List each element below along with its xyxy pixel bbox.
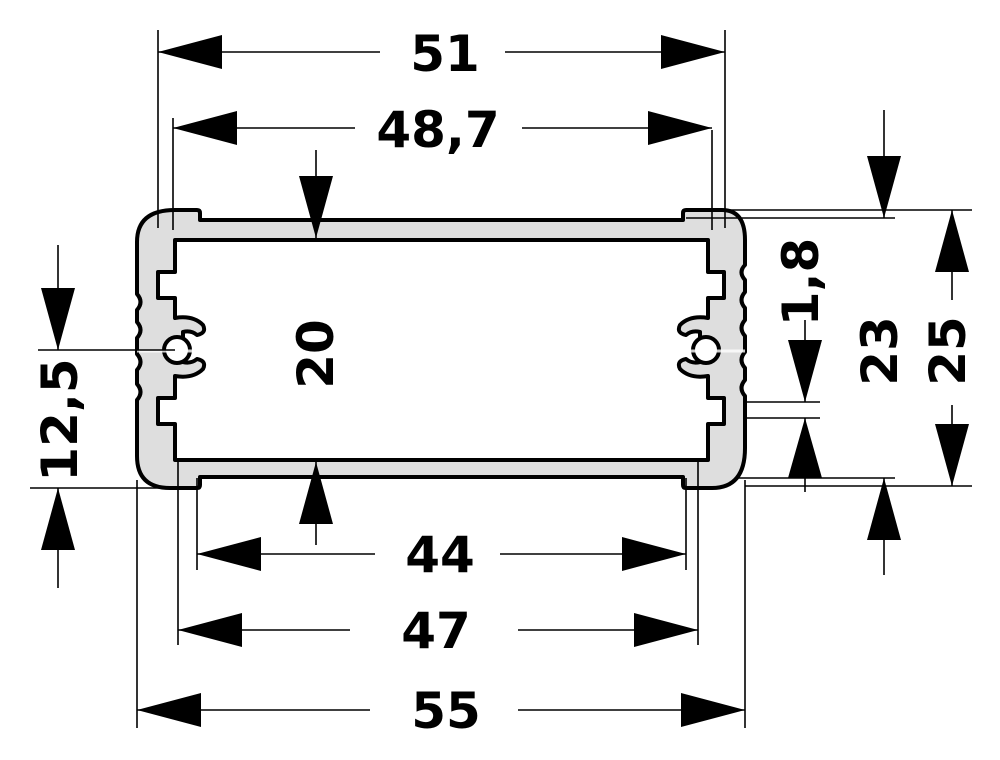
- dimension-20: 20: [287, 150, 345, 545]
- dim-label-55: 55: [411, 682, 481, 740]
- dimension-1-8: 1,8: [745, 238, 830, 492]
- dim-label-44: 44: [405, 526, 475, 584]
- dimension-23: 23: [686, 110, 909, 575]
- dim-label-20: 20: [287, 319, 345, 389]
- dimension-44: 44: [196, 478, 687, 584]
- dimension-51: 51: [157, 25, 726, 228]
- dimension-55: 55: [136, 480, 746, 740]
- dimension-12-5: 12,5: [30, 245, 175, 588]
- dim-label-12-5: 12,5: [31, 358, 89, 481]
- dimension-48-7: 48,7: [172, 101, 713, 230]
- dim-label-48-7: 48,7: [376, 101, 499, 159]
- dim-label-51: 51: [410, 25, 480, 83]
- dim-label-25: 25: [919, 316, 977, 386]
- dim-label-47: 47: [401, 602, 471, 660]
- housing-profile: [135, 208, 747, 490]
- dimension-25: 25: [722, 209, 977, 487]
- dim-label-1-8: 1,8: [772, 238, 830, 327]
- dim-label-23: 23: [851, 316, 909, 386]
- dimension-47: 47: [177, 462, 699, 660]
